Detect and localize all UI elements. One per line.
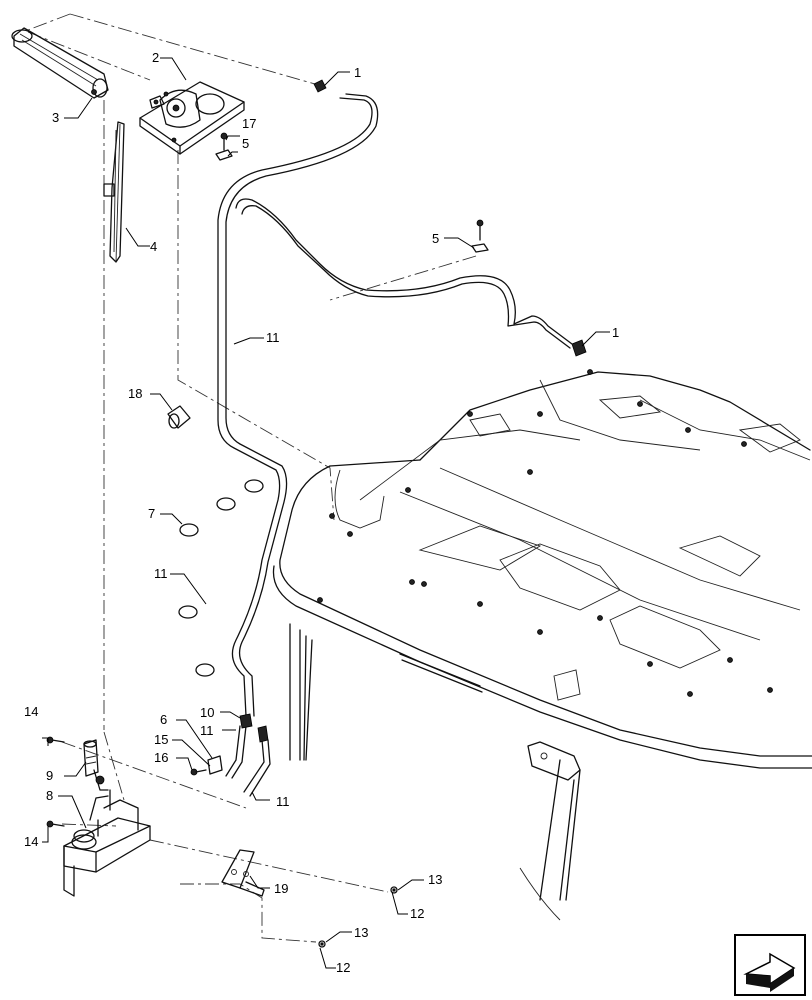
callout-13-lower: 13 xyxy=(354,925,368,940)
callout-11-upper: 11 xyxy=(266,330,280,345)
bushing xyxy=(167,405,191,429)
wiper-motor xyxy=(139,81,245,155)
callout-2: 2 xyxy=(152,50,159,65)
callout-19: 19 xyxy=(274,881,288,896)
hose-clips xyxy=(178,479,264,677)
callout-5-top: 5 xyxy=(242,136,249,151)
callout-9: 9 xyxy=(46,768,53,783)
washer-pump xyxy=(83,739,109,791)
callout-12-lower: 12 xyxy=(336,960,350,975)
callout-11-lower-left: 11 xyxy=(200,723,214,738)
callout-12-upper: 12 xyxy=(410,906,424,921)
washer-hoses xyxy=(217,93,573,797)
callout-11-lower-right: 11 xyxy=(276,794,290,809)
leader-lines xyxy=(42,57,610,969)
wiper-blade xyxy=(103,121,125,263)
callout-13-upper: 13 xyxy=(428,872,442,887)
callout-18: 18 xyxy=(128,386,142,401)
callout-7: 7 xyxy=(148,506,155,521)
callout-1-right: 1 xyxy=(612,325,619,340)
callout-5-right: 5 xyxy=(432,231,439,246)
callout-16: 16 xyxy=(154,750,168,765)
callout-labels: 1 2 3 4 17 5 5 1 11 18 7 11 10 11 6 15 1… xyxy=(24,50,619,975)
top-hardware xyxy=(215,79,587,357)
wiper-arm xyxy=(11,27,109,99)
callout-17: 17 xyxy=(242,116,256,131)
cab-roof xyxy=(272,369,812,921)
callout-11-middle: 11 xyxy=(154,566,168,581)
callout-10: 10 xyxy=(200,705,214,720)
hose-connectors xyxy=(190,713,269,776)
next-page-arrow-icon[interactable] xyxy=(734,934,806,996)
callout-6: 6 xyxy=(160,712,167,727)
nuts xyxy=(318,886,398,948)
callout-14-top: 14 xyxy=(24,704,38,719)
callout-3: 3 xyxy=(52,110,59,125)
callout-1-top: 1 xyxy=(354,65,361,80)
callout-15: 15 xyxy=(154,732,168,747)
callout-8: 8 xyxy=(46,788,53,803)
callout-4: 4 xyxy=(150,239,157,254)
washer-reservoir xyxy=(63,789,151,897)
callout-14-bottom: 14 xyxy=(24,834,38,849)
phantom-lines xyxy=(27,13,477,943)
bracket xyxy=(221,849,265,897)
